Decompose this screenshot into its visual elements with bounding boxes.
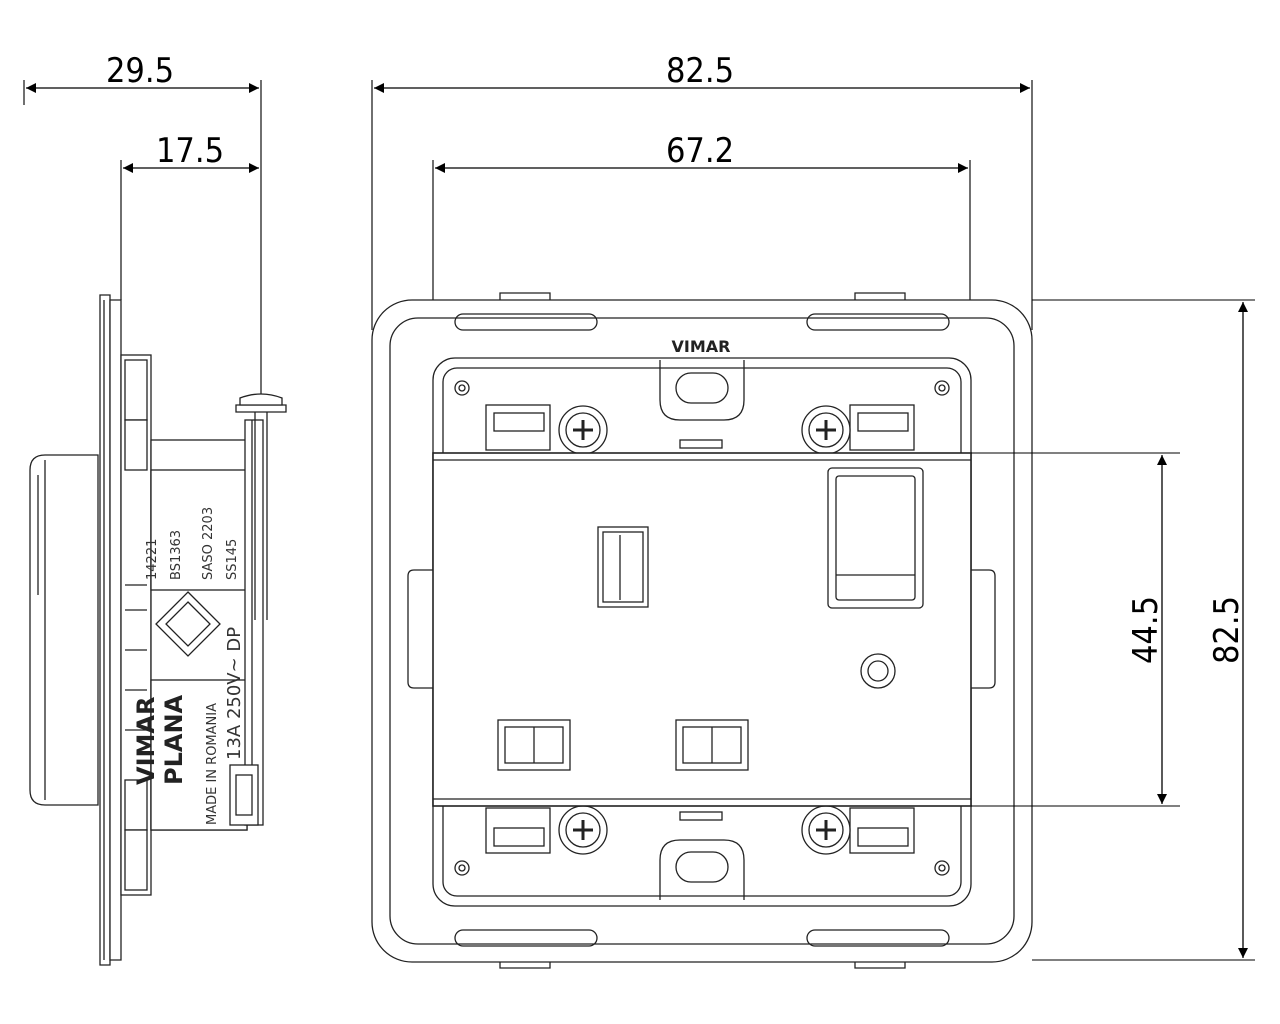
dim-module-height-value: 44.5 (1126, 596, 1166, 664)
dim-front-width-value: 82.5 (666, 51, 734, 91)
side-view (23, 80, 287, 966)
dim-front-height-value: 82.5 (1207, 596, 1247, 664)
side-label-series: PLANA (160, 694, 188, 785)
dim-module-height: 44.5 (971, 452, 1180, 807)
dim-side-inner: 17.5 (123, 131, 259, 173)
front-brand-logo: VIMAR (672, 337, 731, 356)
dim-front-width: 82.5 (374, 51, 1030, 93)
dim-front-inner-width: 67.2 (435, 131, 968, 173)
front-view (371, 80, 1033, 969)
side-label-line3: SASO 2203 (201, 507, 216, 580)
side-label-line1: 14221 (145, 539, 160, 580)
side-label-group: 14221 BS1363 SASO 2203 SS145 13A 250V~ D… (132, 507, 245, 825)
dim-side-inner-value: 17.5 (156, 131, 224, 171)
dim-side-total: 29.5 (26, 51, 259, 93)
side-label-line2: BS1363 (169, 530, 184, 580)
dim-side-total-value: 29.5 (106, 51, 174, 91)
side-label-rating: 13A 250V~ DP (224, 627, 245, 760)
dim-front-height: 82.5 (1032, 299, 1255, 961)
side-label-origin: MADE IN ROMANIA (205, 703, 220, 825)
side-label-brand: VIMAR (132, 697, 160, 785)
side-label-line4: SS145 (225, 539, 240, 580)
dim-front-inner-width-value: 67.2 (666, 131, 734, 171)
